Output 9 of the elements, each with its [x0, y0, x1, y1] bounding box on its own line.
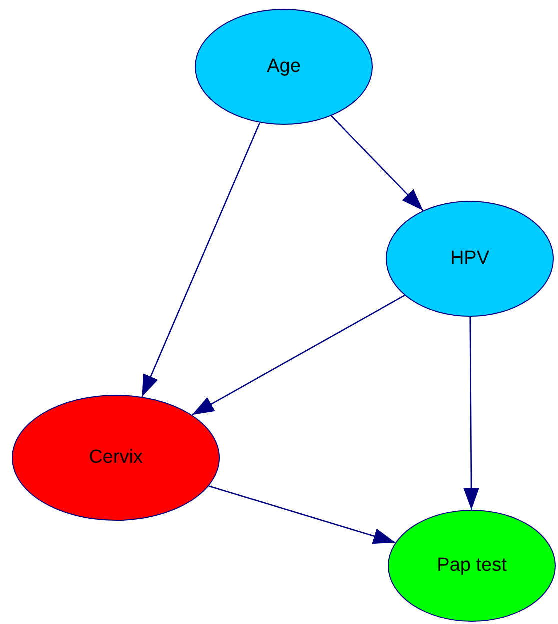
arrow [464, 317, 480, 510]
arrow [208, 486, 396, 544]
node-label: Age [267, 54, 301, 79]
node-label: Pap test [437, 554, 507, 578]
arrow [192, 295, 406, 416]
node-label: HPV [450, 246, 490, 271]
arrow [331, 116, 424, 212]
arrow [142, 122, 261, 398]
node-label: Cervix [89, 446, 143, 470]
